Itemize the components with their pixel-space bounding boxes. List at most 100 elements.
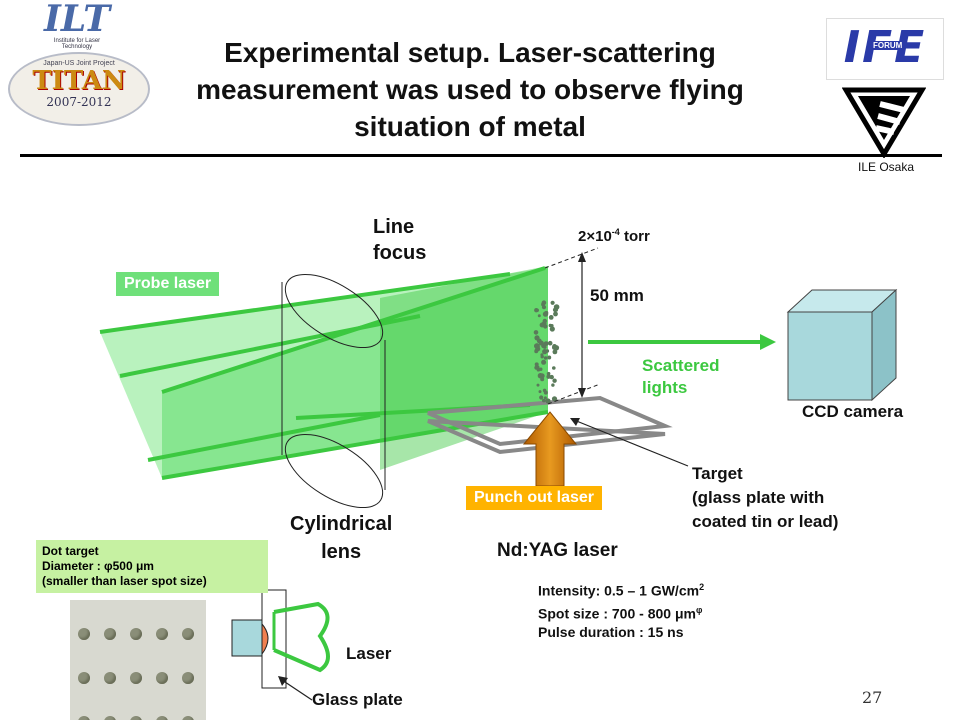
dot-target-box: Dot target Diameter : φ500 μm (smaller t… [36,540,268,593]
dot-target-diameter: Diameter : φ500 μm [42,559,154,573]
inset-glass-plate-label: Glass plate [312,690,403,709]
metal-particle [552,366,556,370]
metal-particle [547,340,553,346]
target-dot [156,628,168,640]
pulse-duration-spec: Pulse duration : 15 ns [538,624,684,641]
target-dot [182,672,194,684]
metal-particle [541,305,547,310]
metal-particle [540,353,544,357]
target-dot [182,716,194,720]
target-dot [182,628,194,640]
pressure-label: 2×10-4 torr [578,227,650,245]
metal-particle [538,390,542,394]
target-pointer-line [573,419,689,467]
pressure-value: 2×10 [578,228,612,245]
ilt-logo-sub: Institute for Laser Technology [53,38,101,50]
titan-logo-years: 2007-2012 [46,95,112,109]
metal-particle [543,396,547,400]
target-dot [130,716,142,720]
metal-particle-cloud [533,300,560,404]
ile-osaka-label: ILE Osaka [858,160,915,174]
dot-target-photo [70,600,206,720]
metal-particle [552,344,557,349]
metal-particle [536,383,540,387]
titan-logo-text: TITAN [32,66,126,96]
metal-particle [551,396,558,402]
scattered-lights-arrow-head [760,334,776,350]
metal-particle [536,338,542,344]
ilt-logo: ILT Institute for Laser Technology [38,0,116,50]
titan-logo-top: Japan-US Joint Project [43,60,115,67]
scattered-lights-label: Scattered lights [642,356,720,397]
ccd-camera [786,288,898,402]
metal-particle [543,390,548,395]
titan-logo: Japan-US Joint Project TITAN 2007-2012 [8,52,150,126]
metal-particle [546,399,551,403]
metal-particle [553,311,558,317]
nd-yag-label: Nd:YAG laser [497,540,618,561]
intensity-spec: Intensity: 0.5 – 1 GW/cm2 [538,582,705,599]
metal-particle [534,348,539,353]
metal-particle [549,374,554,380]
metal-particle [544,310,549,315]
inset-laser-label: Laser [346,644,392,663]
probe-laser-ray [147,413,381,462]
metal-particle [552,349,558,355]
slide-title: Experimental setup. Laser-scattering mea… [196,37,744,142]
metal-particle [549,326,555,332]
metal-particle [554,308,558,312]
ife-logo-sub: FORUM [871,41,905,50]
metal-particle [551,383,555,387]
dot-target-title: Dot target [42,544,99,558]
ife-forum-logo: IFE FORUM [826,18,944,80]
target-dot [156,716,168,720]
height-marker-bottom [547,383,601,405]
metal-particle [547,355,552,360]
page-number: 27 [862,688,883,707]
inset-sketch [231,589,330,701]
metal-particle [543,341,549,346]
metal-particle [534,343,540,349]
target-pointer-head [570,418,580,426]
metal-particle [548,315,554,320]
focused-sheet [380,266,548,470]
height-label: 50 mm [590,286,644,305]
title-divider [20,154,942,157]
target-label: Target (glass plate with coated tin or l… [692,464,839,531]
target-dot [104,628,116,640]
metal-particle [553,304,560,310]
metal-particle [539,395,544,400]
ile-emblem-icon [842,87,926,158]
punch-out-laser-arrow [522,411,578,487]
pressure-unit: torr [619,228,650,245]
target-dot [130,672,142,684]
probe-laser-ray [161,266,546,394]
metal-particle [541,300,547,306]
metal-particle [550,300,555,305]
height-marker-top [544,247,599,269]
metal-particle [543,356,548,360]
ilt-logo-text: ILT [43,0,110,40]
cylindrical-lens-label: Cylindrical lens [290,513,393,563]
target-dot [78,716,90,720]
metal-particle [537,314,541,318]
spot-size-spec: Spot size : 700 - 800 μmφ [538,604,703,622]
metal-particle [541,359,547,365]
metal-particle [534,362,539,367]
metal-particle [542,398,546,403]
target-dot [156,672,168,684]
metal-particle [536,367,541,372]
metal-particle [542,349,548,355]
metal-particle [533,330,539,335]
metal-particle [539,322,545,328]
target-dot [78,672,90,684]
probe-laser-ray [99,272,511,334]
metal-particle [546,371,551,376]
height-arrow-head-bottom [578,388,586,398]
cylindrical-lens [281,273,386,509]
target-dot [104,672,116,684]
laser-specs: Intensity: 0.5 – 1 GW/cm2 Spot size : 70… [538,578,704,642]
target-dot [130,628,142,640]
metal-particle [539,373,545,379]
